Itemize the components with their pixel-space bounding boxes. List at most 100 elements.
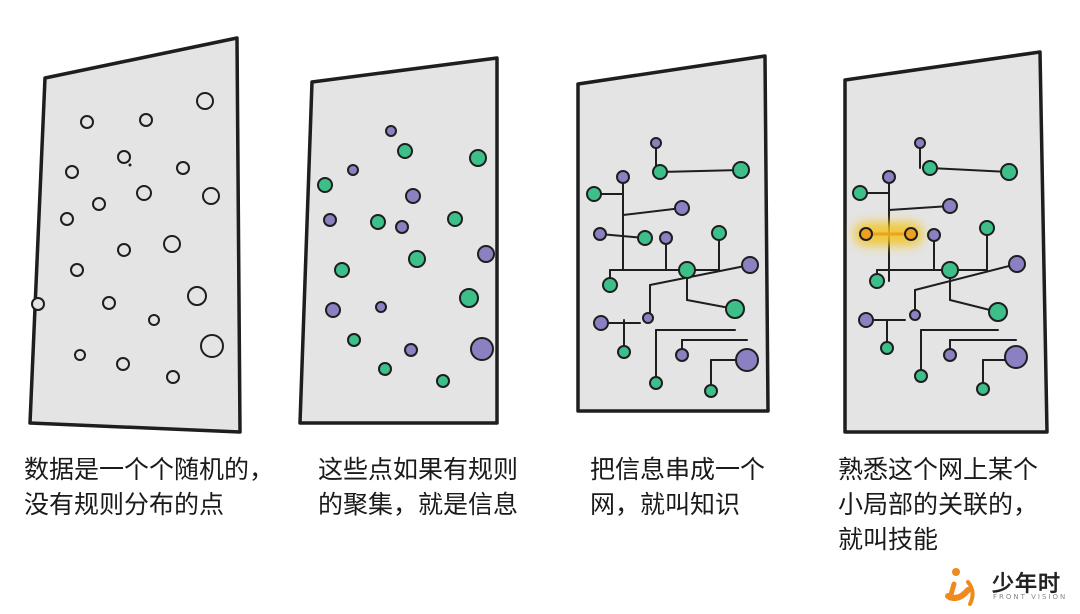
caption-skill-line-3: 就叫技能 [838, 525, 939, 554]
network-link [649, 264, 751, 286]
brand-subtitle: FRONT VISION [993, 593, 1068, 601]
dot [477, 245, 495, 263]
caption-information-line-2: 的聚集，就是信息 [318, 490, 519, 519]
dot [317, 177, 333, 193]
dot [404, 343, 418, 357]
dot [136, 185, 152, 201]
dot [882, 170, 896, 184]
network-link [888, 205, 951, 211]
dot [74, 349, 86, 361]
dot [128, 163, 132, 167]
dot [334, 262, 350, 278]
dot [436, 374, 450, 388]
dot [60, 212, 74, 226]
dot [70, 263, 84, 277]
caption-skill: 熟悉这个网上某个 小局部的关联的， 就叫技能 [838, 452, 1038, 557]
dot [370, 214, 386, 230]
dot [652, 164, 668, 180]
dot [650, 137, 662, 149]
caption-information-line-1: 这些点如果有规则 [318, 455, 519, 484]
dot [593, 315, 609, 331]
dot [1008, 255, 1026, 273]
dot [602, 277, 618, 293]
dot [678, 261, 696, 279]
dot [914, 137, 926, 149]
dot [649, 376, 663, 390]
panel-skill [843, 50, 1049, 434]
dot [325, 302, 341, 318]
dot [1000, 163, 1018, 181]
dot [65, 165, 79, 179]
dot [395, 220, 409, 234]
dot [166, 370, 180, 384]
dot [459, 288, 479, 308]
panel-data [28, 36, 242, 434]
panel-information-sheet [298, 56, 499, 425]
dot [735, 348, 759, 372]
dot [196, 92, 214, 110]
dot [117, 243, 131, 257]
caption-knowledge-line-1: 把信息串成一个 [590, 455, 766, 484]
dot [942, 198, 958, 214]
dot [741, 256, 759, 274]
dot [397, 143, 413, 159]
brand-logo: 少年时 FRONT VISION [940, 560, 1076, 610]
dot [869, 273, 885, 289]
dot [880, 341, 894, 355]
brand-mark-icon [945, 568, 975, 606]
dot [616, 170, 630, 184]
dot [347, 164, 359, 176]
dot [927, 228, 941, 242]
dot [1004, 345, 1028, 369]
network-link [659, 169, 742, 173]
dot [470, 337, 494, 361]
dot [92, 197, 106, 211]
network-link [929, 167, 1010, 173]
dot [674, 200, 690, 216]
dot [469, 149, 487, 167]
dot [637, 230, 653, 246]
highlight-dot [859, 227, 873, 241]
dot [922, 160, 938, 176]
caption-skill-line-1: 熟悉这个网上某个 [838, 455, 1039, 484]
dot [80, 115, 94, 129]
dot [732, 161, 750, 179]
caption-data-line-2: 没有规则分布的点 [24, 490, 225, 519]
caption-data-line-1: 数据是一个个随机的， [24, 455, 275, 484]
dot [979, 220, 995, 236]
dot [914, 369, 928, 383]
dot [176, 161, 190, 175]
dot [642, 312, 654, 324]
dot [116, 357, 130, 371]
dot [659, 231, 673, 245]
dot [378, 362, 392, 376]
dot [31, 297, 45, 311]
caption-data: 数据是一个个随机的， 没有规则分布的点 [24, 452, 274, 522]
dot [711, 225, 727, 241]
dot [852, 185, 868, 201]
panel-skill-sheet [843, 50, 1049, 434]
dot [375, 301, 387, 313]
dot [139, 113, 153, 127]
dot [988, 302, 1008, 322]
highlight-dot [904, 227, 918, 241]
caption-knowledge-line-2: 网，就叫知识 [590, 490, 741, 519]
dot [163, 235, 181, 253]
dot [976, 382, 990, 396]
dot [405, 188, 421, 204]
dot [675, 348, 689, 362]
network-link [914, 263, 1018, 291]
dot [858, 312, 874, 328]
network-link [622, 207, 683, 216]
dot [202, 187, 220, 205]
panel-information [298, 56, 499, 425]
caption-skill-line-2: 小局部的关联的， [838, 490, 1039, 519]
dot [102, 296, 116, 310]
caption-knowledge: 把信息串成一个 网，就叫知识 [590, 452, 765, 522]
dot [704, 384, 718, 398]
dot [187, 286, 207, 306]
dot [347, 333, 361, 347]
dot [323, 213, 337, 227]
dot [148, 314, 160, 326]
